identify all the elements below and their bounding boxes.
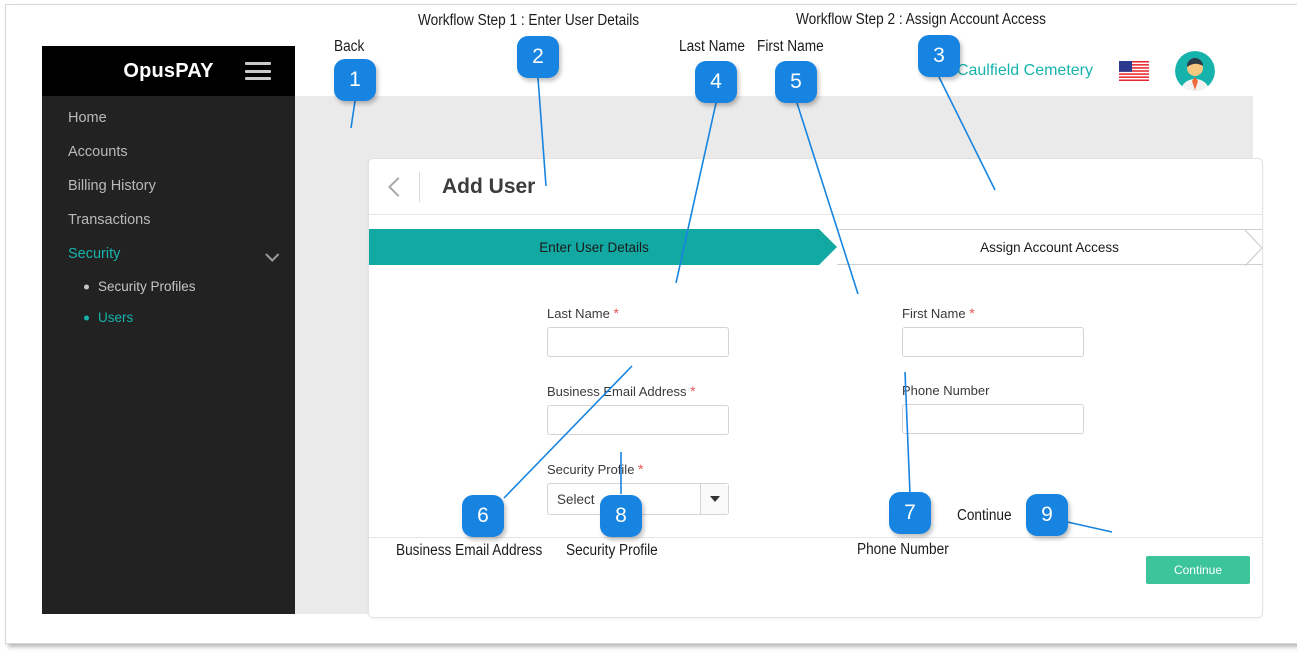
annotation-badge-2: 2: [517, 36, 559, 78]
header-divider: [419, 171, 420, 202]
business-email-input[interactable]: [547, 405, 729, 435]
required-asterisk: *: [638, 461, 644, 477]
annotation-label-3: Workflow Step 2 : Assign Account Access: [796, 11, 1046, 28]
phone-number-input[interactable]: [902, 404, 1084, 434]
required-asterisk: *: [613, 305, 619, 321]
annotation-badge-7: 7: [889, 492, 931, 534]
organization-name: Caulfield Cemetery: [956, 62, 1093, 79]
dropdown-toggle[interactable]: [700, 484, 728, 514]
workflow-stepper: Enter User Details Assign Account Access: [369, 229, 1263, 266]
step-enter-user-details[interactable]: Enter User Details: [369, 229, 837, 265]
label-text: Security Profile: [547, 462, 635, 477]
annotation-label-9: Continue: [957, 507, 1012, 524]
hamburger-menu-icon[interactable]: [245, 62, 271, 80]
sidebar-item-security-profiles[interactable]: Security Profiles: [42, 271, 295, 302]
sidebar-item-security[interactable]: Security: [42, 237, 295, 271]
user-avatar[interactable]: [1175, 51, 1215, 91]
field-last-name: Last Name *: [547, 305, 729, 357]
last-name-input[interactable]: [547, 327, 729, 357]
us-flag-icon[interactable]: [1119, 61, 1149, 81]
field-label: Security Profile *: [547, 461, 729, 477]
back-arrow-icon[interactable]: [388, 176, 408, 197]
annotation-badge-1: 1: [334, 59, 376, 101]
sidebar-item-label: Accounts: [68, 144, 128, 160]
sidebar-item-billing-history[interactable]: Billing History: [42, 169, 295, 203]
caret-down-icon: [709, 496, 720, 502]
annotation-label-4: Last Name: [679, 38, 745, 55]
field-label: Business Email Address *: [547, 383, 729, 399]
annotation-badge-6: 6: [462, 495, 504, 537]
card-header: Add User: [369, 159, 1262, 215]
content-area: Add User Enter User Details Assign Accou…: [295, 96, 1263, 618]
sidebar-item-label: Home: [68, 110, 107, 126]
sidebar-subitem-label: Users: [98, 310, 134, 325]
required-asterisk: *: [690, 383, 696, 399]
card-footer: Continue: [369, 537, 1262, 617]
application-window: OpusPAY Home Accounts Billing History Tr…: [42, 46, 1263, 618]
sidebar-item-transactions[interactable]: Transactions: [42, 203, 295, 237]
step-label: Assign Account Access: [980, 239, 1119, 255]
bullet-icon: [84, 284, 89, 289]
first-name-input[interactable]: [902, 327, 1084, 357]
annotation-label-8: Phone Number: [857, 541, 949, 558]
brand-bar: OpusPAY: [42, 46, 295, 96]
field-label: First Name *: [902, 305, 1084, 321]
annotation-badge-8: 8: [600, 495, 642, 537]
annotation-badge-5: 5: [775, 61, 817, 103]
label-text: Phone Number: [902, 383, 990, 398]
annotation-label-1: Back: [334, 38, 365, 55]
step-assign-account-access[interactable]: Assign Account Access: [837, 229, 1263, 266]
chevron-down-icon: [265, 247, 280, 262]
required-asterisk: *: [969, 305, 975, 321]
sidebar-item-label: Billing History: [68, 178, 156, 194]
sidebar-item-home[interactable]: Home: [42, 96, 295, 135]
annotation-label-6: Business Email Address: [396, 542, 543, 559]
step-arrow-icon: [1245, 230, 1263, 266]
form-column-right: First Name * Phone Number: [902, 305, 1084, 460]
annotation-label-2: Workflow Step 1 : Enter User Details: [418, 12, 640, 29]
brand-logo-text: OpusPAY: [123, 59, 214, 82]
field-label: Last Name *: [547, 305, 729, 321]
sidebar-item-accounts[interactable]: Accounts: [42, 135, 295, 169]
label-text: Business Email Address: [547, 384, 687, 399]
sidebar-item-label: Transactions: [68, 212, 151, 228]
label-text: First Name: [902, 306, 966, 321]
field-first-name: First Name *: [902, 305, 1084, 357]
bullet-icon: [84, 315, 89, 320]
sidebar-item-label: Security: [68, 246, 121, 262]
annotation-label-5: First Name: [757, 38, 824, 55]
sidebar-item-users[interactable]: Users: [42, 302, 295, 333]
field-phone-number: Phone Number: [902, 383, 1084, 434]
field-label: Phone Number: [902, 383, 1084, 398]
annotation-label-7: Security Profile: [566, 542, 658, 559]
step-label: Enter User Details: [539, 239, 649, 255]
continue-button[interactable]: Continue: [1146, 556, 1250, 584]
top-bar: Caulfield Cemetery: [295, 46, 1253, 96]
annotation-badge-4: 4: [695, 61, 737, 103]
page-title: Add User: [442, 174, 536, 198]
annotation-badge-9: 9: [1026, 494, 1068, 536]
field-business-email: Business Email Address *: [547, 383, 729, 435]
label-text: Last Name: [547, 306, 610, 321]
sidebar-subitem-label: Security Profiles: [98, 279, 196, 294]
sidebar: OpusPAY Home Accounts Billing History Tr…: [42, 46, 295, 614]
annotation-badge-3: 3: [918, 35, 960, 77]
